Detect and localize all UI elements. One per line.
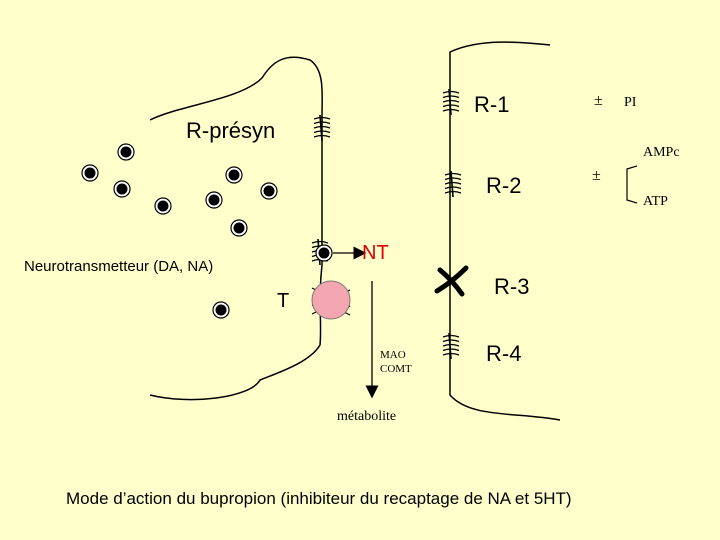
vesicle-dot-icon <box>117 143 135 161</box>
vesicle-dot-icon <box>315 244 333 262</box>
presynaptic-receptor-label: R-présyn <box>186 118 275 143</box>
modulation-sign-1: ± <box>594 92 603 109</box>
blocked-transporter-cross-icon <box>434 265 469 297</box>
nt-label: NT <box>362 242 389 264</box>
atp-label: ATP <box>643 194 668 209</box>
cascade-bracket <box>626 165 638 204</box>
vesicle-dot-icon <box>113 180 131 198</box>
receptor-r4-label: R-4 <box>486 341 521 366</box>
vesicle-dot-icon <box>205 191 223 209</box>
ampc-label: AMPc <box>643 145 680 160</box>
receptor-r2-icon <box>444 170 462 198</box>
vesicle-dot-icon <box>230 219 248 237</box>
receptor-r1-label: R-1 <box>474 92 509 117</box>
receptor-r2-label: R-2 <box>486 173 521 198</box>
mao-label: MAO <box>380 349 406 361</box>
receptor-r1-icon <box>442 88 460 116</box>
vesicle-dot-icon <box>212 301 230 319</box>
modulation-sign-2: ± <box>592 167 601 184</box>
vesicle-dot-icon <box>225 166 243 184</box>
receptor-r3-label: R-3 <box>494 274 529 299</box>
vesicle-dot-icon <box>81 164 99 182</box>
caption: Mode d’action du bupropion (inhibiteur d… <box>66 489 572 508</box>
transporter-icon <box>311 280 351 320</box>
comt-label: COMT <box>380 363 412 375</box>
vesicle-dot-icon <box>154 197 172 215</box>
metabolite-label: métabolite <box>337 409 396 424</box>
neurotransmitter-label: Neurotransmetteur (DA, NA) <box>24 258 213 275</box>
transporter-label: T <box>277 290 289 312</box>
presynaptic-membrane <box>149 56 323 401</box>
receptor-r4-icon <box>442 332 460 360</box>
pi-label: PI <box>624 95 637 110</box>
postsynaptic-membrane <box>449 41 561 421</box>
vesicle-dot-icon <box>260 182 278 200</box>
